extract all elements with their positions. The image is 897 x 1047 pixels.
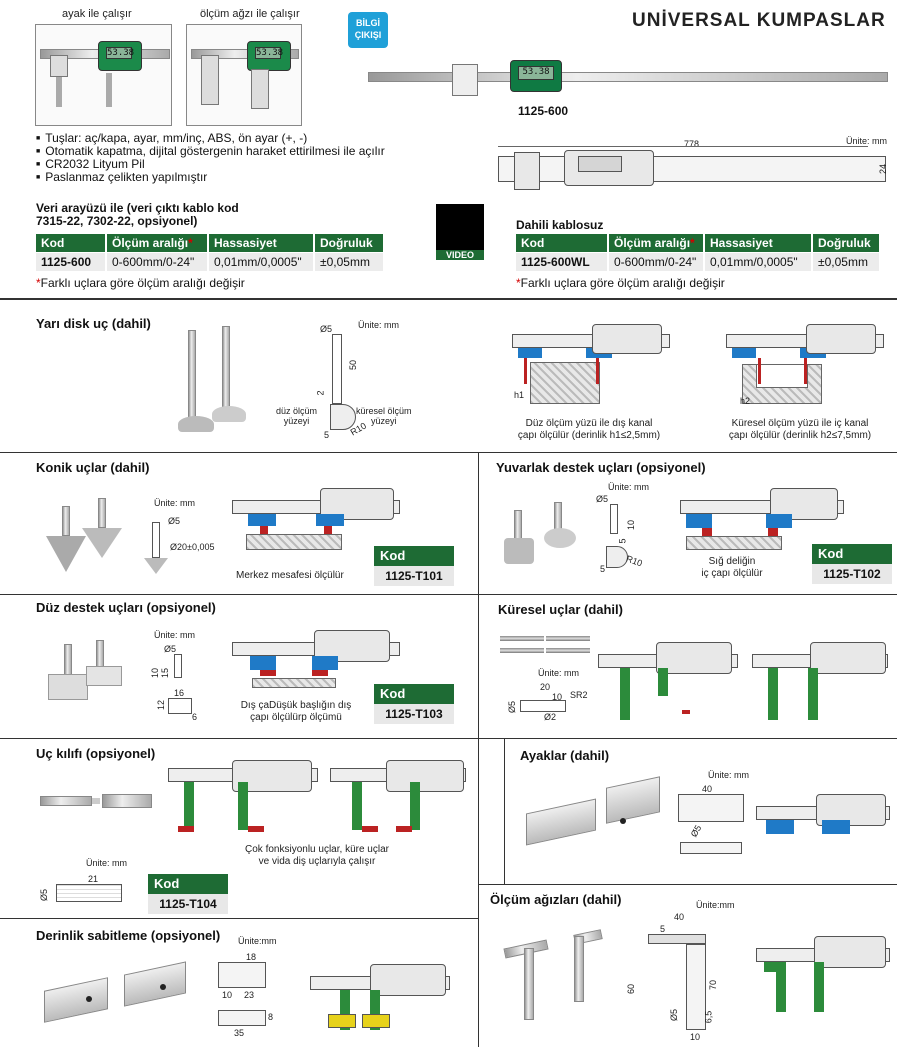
qr-code-video[interactable]: VIDEO — [436, 204, 484, 262]
section-title-spherical: Küresel uçlar (dahil) — [498, 602, 623, 617]
feature-item: Otomatik kapatma, dijital göstergenin ha… — [36, 145, 476, 158]
spherical-drawing — [520, 700, 566, 712]
photo2-caption: ölçüm ağzı ile çalışır — [200, 8, 300, 20]
table-left-title: Veri arayüzü ile (veri çıktı kablo kod 7… — [36, 201, 239, 228]
code-box-t103: Kod 1125-T103 — [374, 684, 454, 724]
section-title-round-support: Yuvarlak destek uçları (opsiyonel) — [496, 460, 706, 475]
jaws-usage — [756, 934, 890, 1018]
section-title-feet: Ayaklar (dahil) — [520, 748, 610, 763]
code-box-t104: Kod 1125-T104 — [148, 874, 228, 914]
table-row: 1125-600 0-600mm/0-24" 0,01mm/0,0005" ±0… — [36, 252, 385, 271]
round-support-image — [500, 502, 586, 566]
section-title-flat-support: Düz destek uçları (opsiyonel) — [36, 600, 216, 615]
feet-image — [526, 776, 666, 852]
spec-table-wired: Kod Ölçüm aralığı* Hassasiyet Doğruluk 1… — [36, 234, 385, 271]
feet-usage — [756, 792, 890, 842]
jaws-image — [498, 928, 606, 1028]
photo1-caption: ayak ile çalışır — [62, 8, 132, 20]
spherical-usage-1 — [598, 636, 738, 722]
round-support-drawing — [610, 504, 618, 534]
tip-sleeve-image — [40, 794, 152, 808]
table-left-note: *Farklı uçlara göre ölçüm aralığı değişi… — [36, 276, 245, 290]
tip-sleeve-usage-1 — [168, 760, 318, 840]
feature-item: Tuşlar: aç/kapa, ayar, mm/inç, ABS, ön a… — [36, 132, 476, 145]
section-title-tip-sleeve: Uç kılıfı (opsiyonel) — [36, 746, 156, 761]
depth-drawing — [218, 962, 266, 988]
photo-jaw-usage: 53.38 — [186, 24, 302, 126]
table-right-note: *Farklı uçlara göre ölçüm aralığı değişi… — [516, 276, 725, 290]
code-box-t102: Kod 1125-T102 — [812, 544, 892, 584]
flat-support-image — [46, 622, 126, 702]
depth-fixture-image — [44, 960, 194, 1023]
conical-tips-image — [46, 490, 132, 576]
conical-usage — [232, 486, 400, 556]
half-disc-usage-outer: h1 — [512, 320, 670, 410]
flat-support-drawing — [174, 654, 182, 678]
col-accuracy: Doğruluk — [314, 234, 385, 253]
round-support-usage — [680, 486, 844, 552]
section-title-jaws: Ölçüm ağızları (dahil) — [490, 892, 622, 907]
code-box-t101: Kod 1125-T101 — [374, 546, 454, 586]
data-output-badge: BİLGİ ÇIKIŞI — [348, 12, 388, 48]
feature-item: CR2032 Lityum Pil — [36, 158, 476, 171]
conical-drawing — [152, 522, 160, 558]
tip-sleeve-drawing — [56, 884, 122, 902]
col-code: Kod — [36, 234, 107, 253]
table-row: 1125-600WL 0-600mm/0-24" 0,01mm/0,0005" … — [516, 252, 881, 271]
model-label: 1125-600 — [518, 104, 569, 118]
spherical-usage-2 — [752, 636, 892, 722]
feature-list: Tuşlar: aç/kapa, ayar, mm/inç, ABS, ön a… — [36, 132, 476, 184]
half-disc-drawing — [332, 334, 342, 404]
jaws-drawing — [648, 934, 706, 944]
spherical-tips-image — [500, 634, 590, 656]
half-disc-tips-image — [178, 326, 248, 438]
half-disc-usage-inner: h2 — [726, 320, 884, 410]
col-resolution: Hassasiyet — [208, 234, 315, 253]
table-right-title: Dahili kablosuz — [516, 218, 604, 232]
photo-foot-usage: 53.38 — [35, 24, 172, 126]
section-title-conical: Konik uçlar (dahil) — [36, 460, 150, 475]
section-title-half-disc: Yarı disk uç (dahil) — [36, 316, 151, 331]
section-title-depth: Derinlik sabitleme (opsiyonel) — [36, 928, 221, 943]
tip-sleeve-usage-2 — [330, 760, 470, 840]
depth-usage — [310, 960, 450, 1040]
display-screen: 53.38 — [106, 47, 135, 59]
page-title: UNİVERSAL KUMPASLAR — [632, 10, 886, 31]
main-caliper-image: 53.38 — [368, 60, 888, 100]
col-range: Ölçüm aralığı* — [106, 234, 209, 253]
caliper-dimension-drawing: 778 Ünite: mm 24 — [494, 136, 890, 196]
flat-support-usage — [232, 628, 400, 698]
feature-item: Paslanmaz çelikten yapılmıştır — [36, 171, 476, 184]
feet-drawing — [678, 794, 744, 822]
spec-table-wireless: Kod Ölçüm aralığı* Hassasiyet Doğruluk 1… — [516, 234, 881, 271]
